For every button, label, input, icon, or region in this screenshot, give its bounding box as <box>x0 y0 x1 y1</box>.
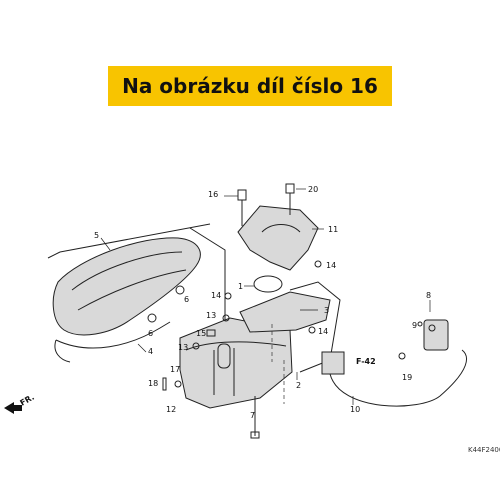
label-10: 10 <box>350 405 360 414</box>
rubber-6a <box>175 285 185 295</box>
rear-grip <box>237 205 319 271</box>
reference-label: F-42 <box>356 357 376 366</box>
label-12: 12 <box>166 405 176 414</box>
seat-latch <box>321 351 345 375</box>
label-14b: 14 <box>326 261 336 270</box>
label-16: 16 <box>208 190 218 199</box>
gasket-ring <box>253 275 283 293</box>
label-18: 18 <box>148 379 158 388</box>
rear-cover <box>289 281 341 373</box>
seat <box>52 237 201 336</box>
seat-lock-cable <box>329 349 467 407</box>
label-19: 19 <box>402 373 412 382</box>
catalog-code: K44F2400 <box>468 446 500 454</box>
clip-13b <box>192 342 200 350</box>
clip-13 <box>222 314 230 322</box>
pin-18 <box>162 377 167 391</box>
seat-gasket <box>55 321 171 349</box>
cushion-15 <box>206 329 216 337</box>
inner-panel <box>239 291 331 333</box>
clip-14a <box>224 292 232 300</box>
bolt-20 <box>285 183 306 215</box>
screw-19 <box>398 352 406 360</box>
label-9: 9 <box>412 321 417 330</box>
lead-4 <box>137 343 147 353</box>
banner-text: Na obrázku díl číslo 16 <box>122 74 378 98</box>
label-3: 3 <box>324 306 329 315</box>
frame-line <box>47 223 211 259</box>
direction-label: FR. <box>19 393 36 408</box>
label-14c: 14 <box>318 327 328 336</box>
highlight-banner: Na obrázku díl číslo 16 <box>108 66 392 106</box>
label-1: 1 <box>238 282 243 291</box>
label-15: 15 <box>196 329 206 338</box>
bolt-16 <box>224 189 247 226</box>
label-2: 2 <box>296 381 301 390</box>
label-13a: 13 <box>206 311 216 320</box>
label-14a: 14 <box>211 291 221 300</box>
label-20: 20 <box>308 185 318 194</box>
label-5: 5 <box>94 231 99 240</box>
label-13b: 13 <box>178 343 188 352</box>
label-4: 4 <box>148 347 153 356</box>
nut-17 <box>174 380 182 388</box>
label-7: 7 <box>250 411 255 420</box>
seat-lock <box>417 319 449 351</box>
label-6a: 6 <box>184 295 189 304</box>
label-8: 8 <box>426 291 431 300</box>
clip-14c <box>308 326 316 334</box>
label-17: 17 <box>170 365 180 374</box>
front-direction-arrow-icon <box>4 402 22 414</box>
clip-14b <box>314 260 322 268</box>
rubber-6b <box>147 313 157 323</box>
label-6b: 6 <box>148 329 153 338</box>
seat-gasket-end <box>54 339 71 363</box>
lead-5 <box>100 237 111 251</box>
bolt-7 <box>250 396 260 439</box>
label-11: 11 <box>328 225 338 234</box>
